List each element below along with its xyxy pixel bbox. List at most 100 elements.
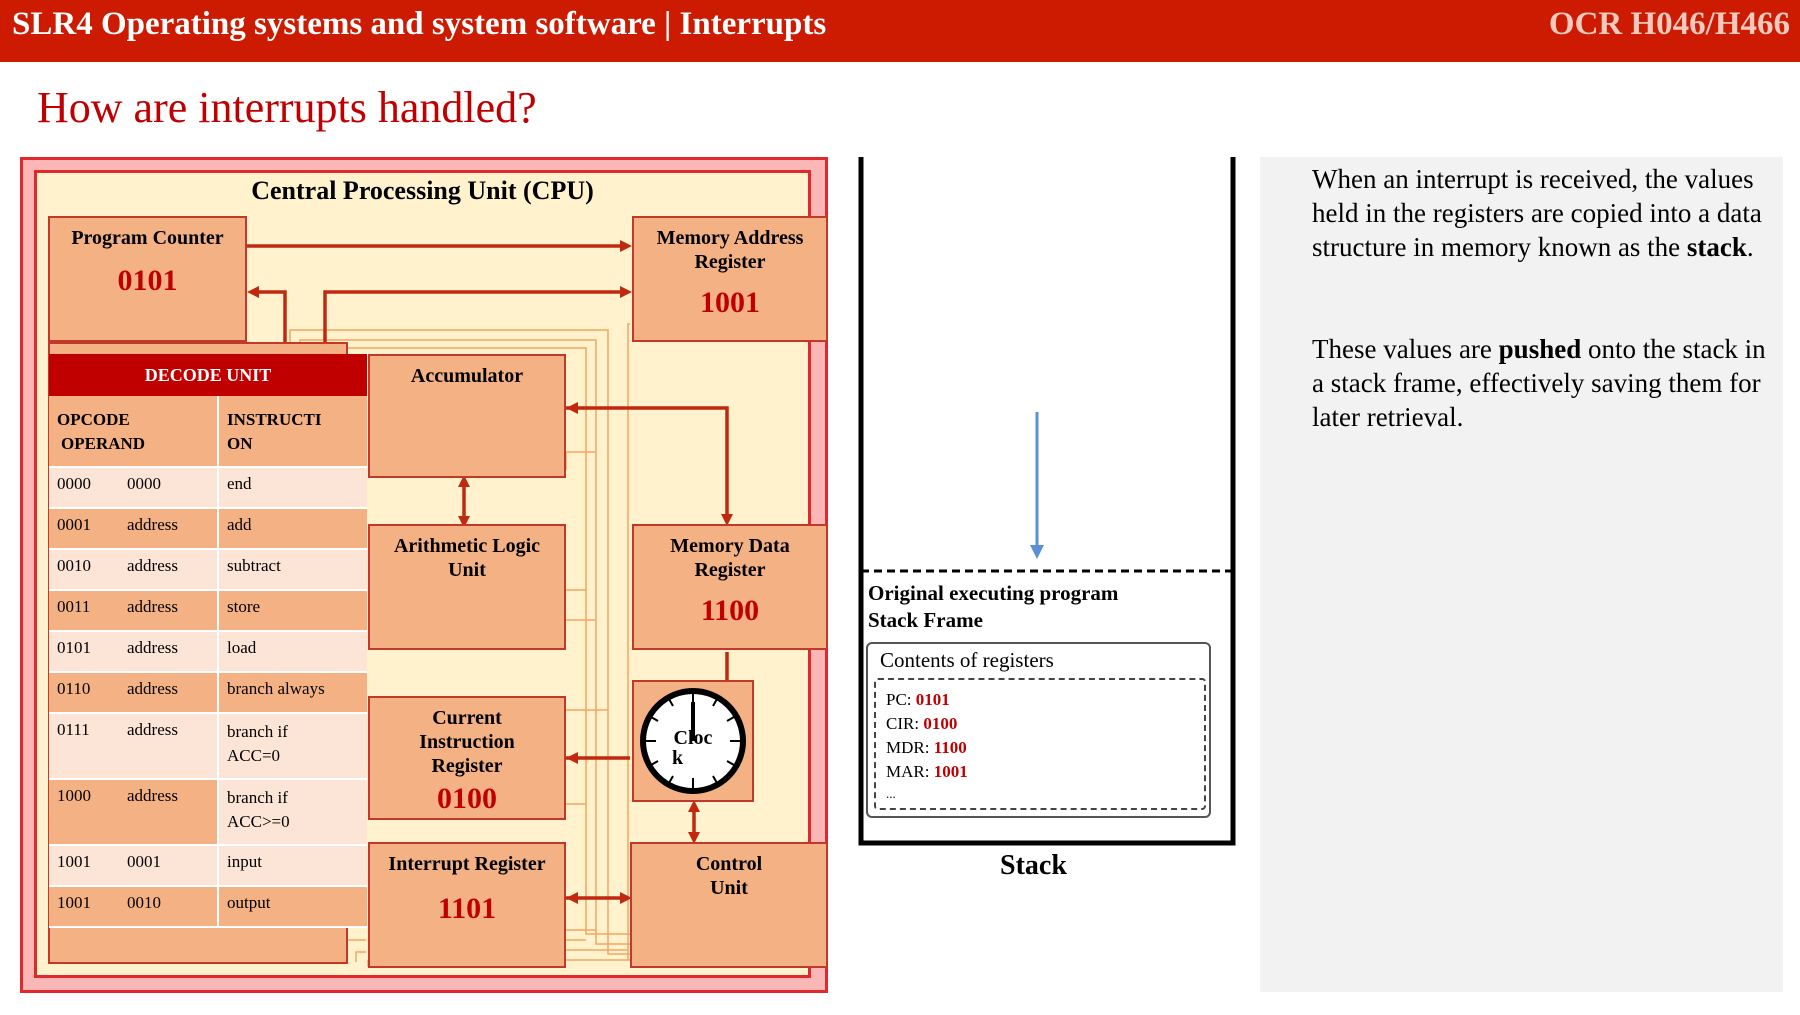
opcode-cell: 0010 — [57, 556, 91, 575]
instruction-line1: branch if — [227, 722, 288, 741]
opcode-cell: 0111 — [57, 720, 90, 739]
operand-cell: address — [127, 679, 178, 698]
saved-register-value: 1100 — [933, 738, 967, 757]
decode-row: 0010 address — [49, 550, 219, 591]
cpu-title: Central Processing Unit (CPU) — [251, 176, 594, 205]
mar-label-line2: Register — [694, 251, 766, 273]
saved-register-name: PC: — [886, 690, 912, 709]
page-heading: How are interrupts handled? — [37, 83, 537, 132]
operand-cell: address — [127, 597, 178, 616]
instruction-cell: input — [219, 846, 367, 887]
stack-frame-label: Original executing program Stack Frame — [868, 580, 1118, 634]
saved-register-row: PC: 0101 — [886, 690, 950, 710]
decode-col2-line2: ON — [227, 434, 253, 453]
control-unit-label-line2: Unit — [710, 877, 748, 899]
saved-register-row: MAR: 1001 — [886, 762, 968, 782]
saved-register-name: MDR: — [886, 738, 930, 757]
program-counter-register: Program Counter 0101 — [48, 216, 247, 342]
opcode-cell: 0000 — [57, 474, 91, 493]
mdr-value: 1100 — [700, 594, 760, 627]
instruction-cell: subtract — [219, 550, 367, 591]
info-paragraph-2: These values are pushed onto the stack i… — [1312, 332, 1772, 434]
opcode-cell: 0011 — [57, 597, 91, 616]
memory-data-register: Memory Data Register 1100 — [632, 524, 828, 650]
stack-label: Stack — [1000, 850, 1067, 881]
opcode-cell: 1001 — [57, 852, 91, 871]
opcode-cell: 1000 — [57, 786, 91, 805]
course-code: OCR H046/H466 — [1548, 6, 1790, 42]
info-paragraph-1: When an interrupt is received, the value… — [1312, 162, 1772, 264]
saved-register-value: 1001 — [933, 762, 968, 781]
cir-label-line2: Instruction — [419, 731, 515, 753]
instruction-line2: ACC>=0 — [227, 812, 290, 831]
decode-row: 0011 address — [49, 591, 219, 632]
registers-ellipsis: ... — [886, 786, 896, 801]
opcode-cell: 0110 — [57, 679, 91, 698]
mar-value: 1001 — [700, 286, 760, 319]
clock-label-line1: Cloc — [673, 727, 713, 749]
operand-cell: 0000 — [127, 474, 161, 493]
alu-label-line1: Arithmetic Logic — [393, 535, 541, 557]
decode-row: 1001 0001 — [49, 846, 219, 887]
saved-register-name: CIR: — [886, 714, 920, 733]
decode-row: 1001 0010 — [49, 887, 219, 928]
instruction-cell: branch if ACC=0 — [219, 714, 367, 780]
program-counter-value: 0101 — [117, 264, 178, 297]
stack-diagram — [858, 157, 1236, 846]
clock-label-line2: k — [672, 747, 684, 769]
accumulator-register: Accumulator — [368, 354, 566, 478]
saved-register-value: 0101 — [915, 690, 950, 709]
interrupt-register-value: 1101 — [437, 892, 497, 925]
instruction-cell: end — [219, 468, 367, 509]
operand-cell: address — [127, 515, 178, 534]
instruction-cell: output — [219, 887, 367, 928]
saved-register-name: MAR: — [886, 762, 930, 781]
alu-label-line2: Unit — [448, 559, 486, 581]
operand-cell: address — [127, 720, 178, 739]
operand-cell: address — [127, 638, 178, 657]
opcode-cell: 1001 — [57, 893, 91, 912]
interrupt-register-label: Interrupt Register — [388, 853, 546, 875]
cir-label-line3: Register — [431, 755, 503, 777]
instruction-cell: branch always — [219, 673, 367, 714]
opcode-cell: 0001 — [57, 515, 91, 534]
operand-cell: 0001 — [127, 852, 161, 871]
control-unit-label-line1: Control — [695, 853, 763, 875]
instruction-cell: store — [219, 591, 367, 632]
decode-col1-line1: OPCODE — [57, 410, 130, 429]
registers-list-frame — [874, 678, 1206, 810]
decode-row: 0001 address — [49, 509, 219, 550]
saved-register-row: CIR: 0100 — [886, 714, 957, 734]
operand-cell: 0010 — [127, 893, 161, 912]
info-p1-bold: stack — [1686, 232, 1747, 262]
cir-label-line1: Current — [432, 707, 502, 729]
clock-icon — [640, 688, 746, 794]
instruction-line2: ACC=0 — [227, 746, 281, 765]
saved-register-value: 0100 — [923, 714, 958, 733]
operand-cell: address — [127, 556, 178, 575]
memory-address-register: Memory Address Register 1001 — [632, 216, 828, 342]
decode-unit-title: DECODE UNIT — [49, 354, 367, 396]
info-p2-bold: pushed — [1498, 334, 1582, 364]
info-p1-text: When an interrupt is received, the value… — [1312, 164, 1762, 262]
info-panel — [1260, 157, 1783, 992]
mar-label-line1: Memory Address — [656, 227, 804, 249]
instruction-line1: branch if — [227, 788, 288, 807]
slide-title: SLR4 Operating systems and system softwa… — [12, 6, 827, 42]
decode-row: 0110 address — [49, 673, 219, 714]
info-p2-text: These values are — [1312, 334, 1499, 364]
cir-value: 0100 — [437, 782, 497, 815]
instruction-cell: add — [219, 509, 367, 550]
instruction-cell: load — [219, 632, 367, 673]
program-counter-label: Program Counter — [71, 227, 224, 249]
instruction-cell: branch if ACC>=0 — [219, 780, 367, 846]
current-instruction-register: Current Instruction Register 0100 — [368, 696, 566, 820]
decode-row: 0111 address — [49, 714, 219, 780]
decode-col2-line1: INSTRUCTI — [227, 410, 322, 429]
contents-of-registers-box — [866, 642, 1211, 818]
stack-frame-line1: Original executing program — [868, 581, 1119, 605]
saved-register-row: MDR: 1100 — [886, 738, 967, 758]
decode-header-instruction: INSTRUCTI ON — [219, 396, 367, 468]
